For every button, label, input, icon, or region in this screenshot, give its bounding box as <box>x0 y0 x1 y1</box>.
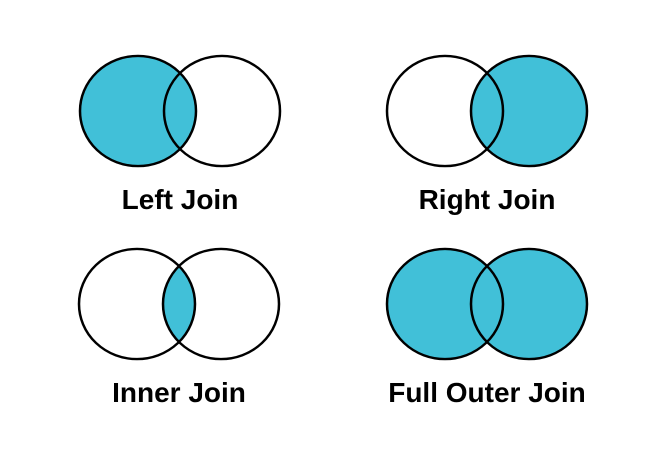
left-circle-outline <box>385 247 505 361</box>
right-circle-fill <box>471 248 587 360</box>
inner-join-label: Inner Join <box>112 377 246 408</box>
panel-inner-join: Inner Join <box>77 247 281 412</box>
right-circle-outline <box>469 247 589 361</box>
full-outer-join-venn-diagram <box>385 247 589 361</box>
inner-join-venn-diagram <box>77 247 281 361</box>
right-join-venn-diagram <box>385 54 589 168</box>
right-join-label: Right Join <box>418 184 556 215</box>
panel-left-join: Left Join <box>78 54 282 219</box>
left-circle-fill <box>387 248 503 360</box>
intersection-fill <box>163 266 195 342</box>
left-circle-outline <box>77 247 197 361</box>
right-circle-outline <box>162 54 282 168</box>
panel-full-outer-join: Full Outer Join <box>385 247 589 412</box>
right-circle-outline <box>161 247 281 361</box>
full-outer-join-label: Full Outer Join <box>388 377 586 408</box>
left-circle-fill <box>80 55 196 167</box>
left-join-venn-diagram <box>78 54 282 168</box>
left-circle-outline <box>78 54 198 168</box>
panel-right-join: Right Join <box>385 54 589 219</box>
left-join-label: Left Join <box>121 184 239 215</box>
left-circle-outline <box>385 54 505 168</box>
right-circle-outline <box>469 54 589 168</box>
right-circle-fill <box>471 55 587 167</box>
